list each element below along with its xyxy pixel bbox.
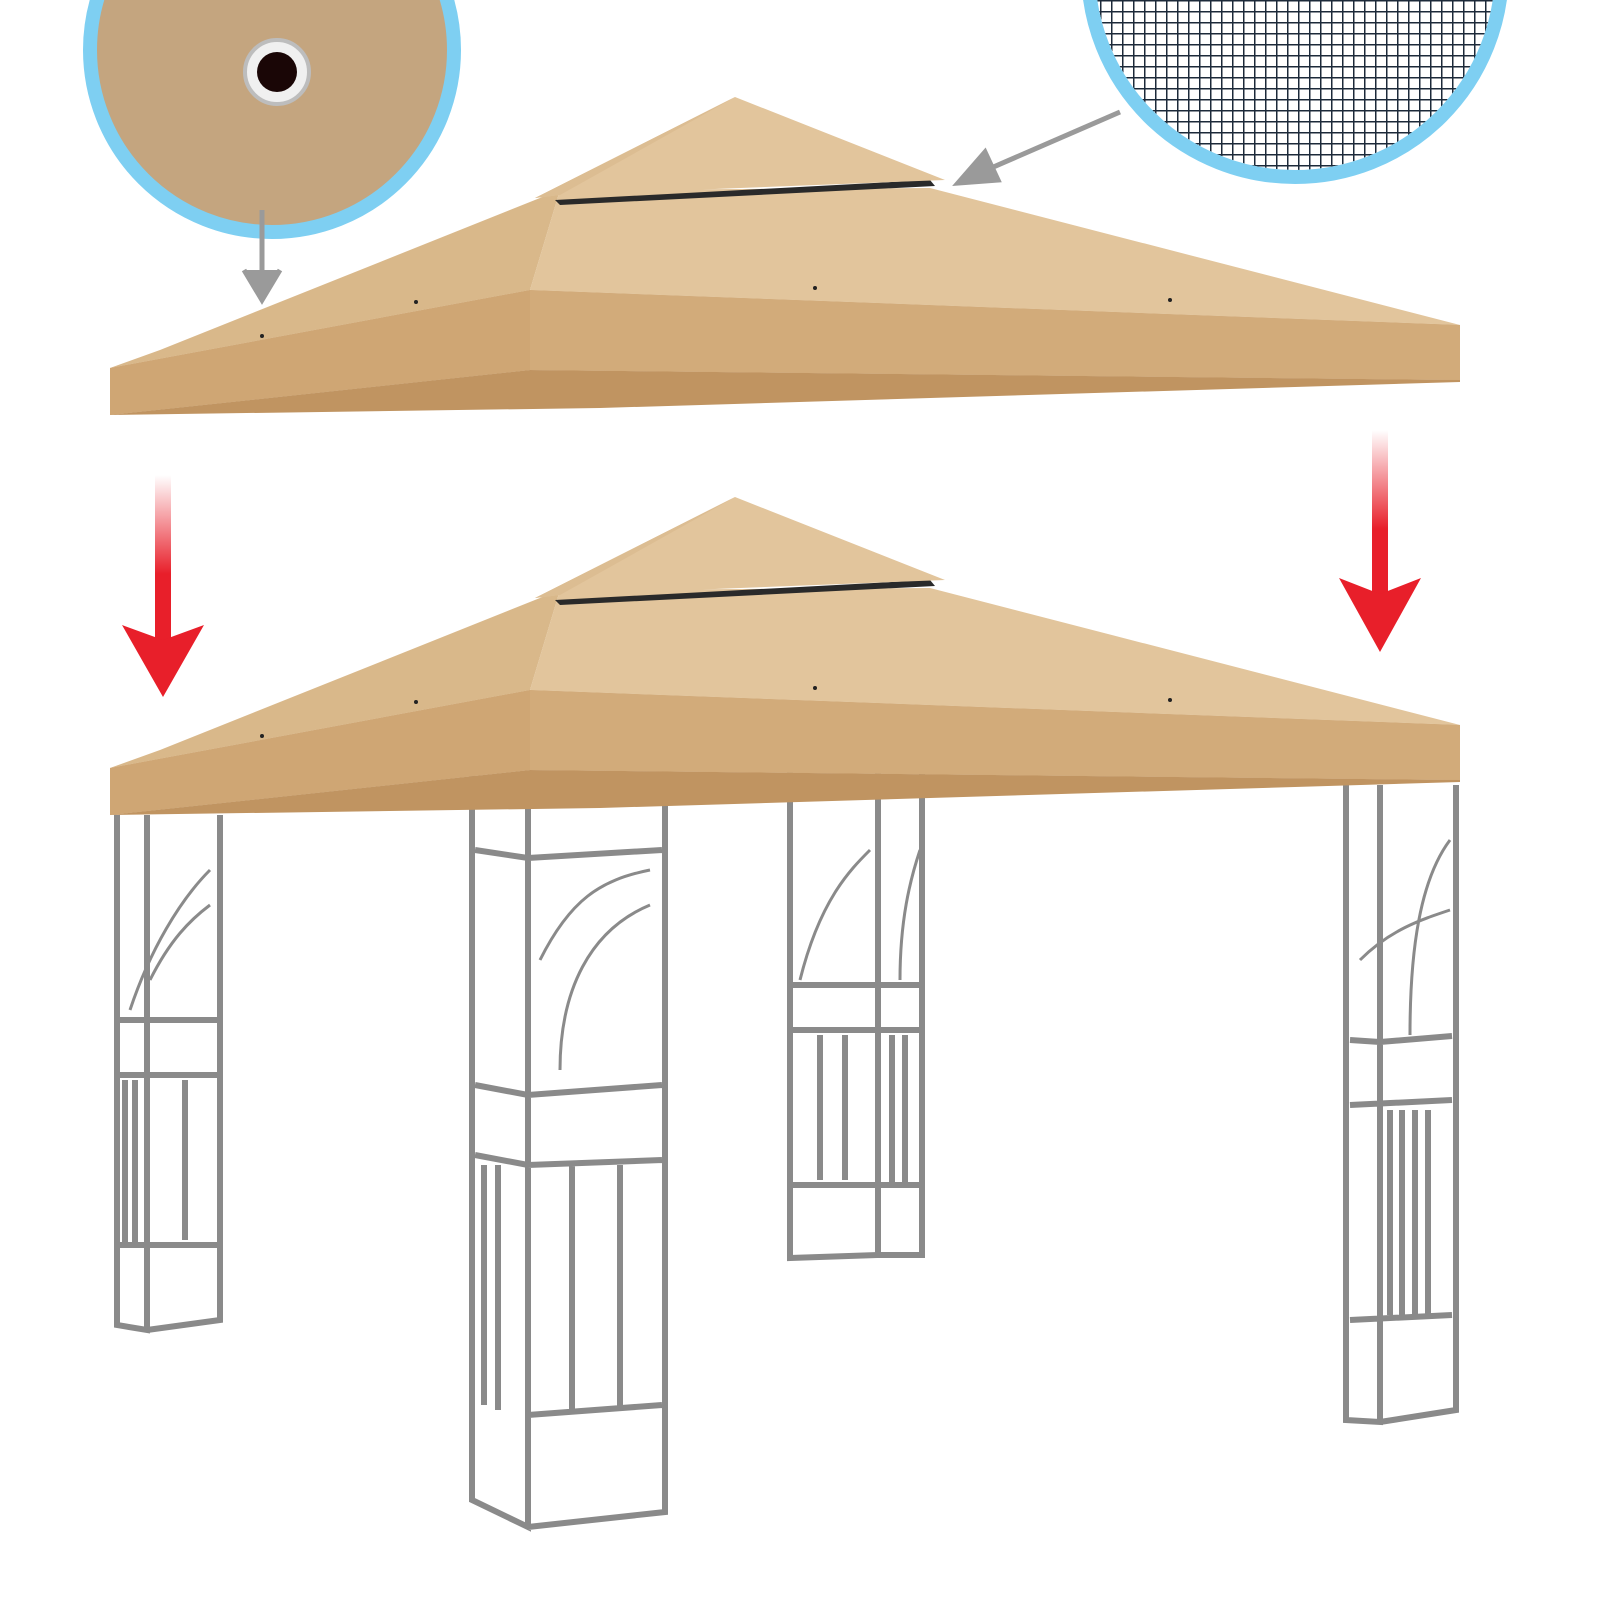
grommet-detail-callout — [83, 0, 461, 239]
pointer-arrow-gray — [241, 210, 283, 305]
gazebo-frame — [114, 770, 1459, 1532]
down-arrow-red — [1339, 430, 1421, 652]
mesh-vent-detail-callout — [1083, 0, 1507, 184]
canopy-installed — [110, 497, 1460, 815]
pointer-arrow-gray — [952, 109, 1121, 186]
down-arrow-red — [122, 475, 204, 697]
